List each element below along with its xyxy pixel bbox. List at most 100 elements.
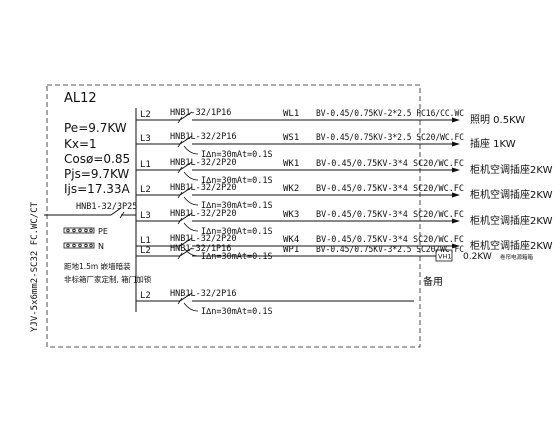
- phase-label: L3: [140, 211, 151, 221]
- outgoing-arrow-icon: [452, 218, 460, 224]
- breaker-contact: [179, 212, 193, 222]
- phase-label: L1: [140, 160, 151, 170]
- rcd-symbol: [183, 196, 199, 206]
- param-pjs: Pjs=9.7KW: [64, 167, 129, 181]
- rcd-symbol: [183, 222, 199, 232]
- breaker-mark: [177, 116, 183, 124]
- phase-label: L2: [140, 246, 151, 256]
- circuit-code: WP1: [283, 245, 299, 255]
- breaker-mark: [177, 191, 183, 199]
- breaker-mark: [177, 297, 183, 305]
- breaker-mark: [177, 140, 183, 148]
- cable-spec: BV-0.45/0.75KV-3*4 SC20/WC.FC: [316, 235, 464, 245]
- breaker-label: HNB1L-32/2P16: [170, 289, 237, 299]
- rcd-label: I∆n=30mAt=0.1S: [201, 176, 273, 186]
- cable-spec: BV-0.45/0.75KV-3*4 SC20/WC.FC: [316, 159, 464, 169]
- circuit-row: L2 HNB1-32/1P16 WL1 BV-0.45/0.75KV-2*2.5 PC…: [136, 108, 525, 126]
- breaker-label: HNB1L-32/2P20: [170, 234, 237, 244]
- load-tag-box: [435, 249, 453, 262]
- n-bar: [63, 242, 95, 249]
- rcd-symbol: [183, 145, 199, 155]
- breaker-mark: [177, 217, 183, 225]
- phase-label: L2: [140, 185, 151, 195]
- n-label: N: [98, 242, 104, 251]
- rcd-label: I∆n=30mAt=0.1S: [201, 227, 273, 237]
- rcd-label: I∆n=30mAt=0.1S: [201, 150, 273, 160]
- panel-parameters: Pe=9.7KW Kx=1 Cosø=0.85 Pjs=9.7KW Ijs=17…: [64, 121, 131, 196]
- breaker-label: HNB1L-32/2P20: [170, 183, 237, 193]
- circuit-code: WS1: [283, 133, 299, 143]
- load-label: 备用: [423, 275, 443, 288]
- breaker-label: HNB1-32/1P16: [170, 244, 231, 254]
- circuit-code: WL1: [283, 109, 299, 119]
- load-label: 柜机空调插座2KW: [470, 163, 553, 176]
- cable-spec: BV-0.45/0.75KV-3*2.5 SC20/WC.FC: [316, 133, 464, 143]
- main-breaker-label: HNB1-32/3P25: [76, 202, 137, 212]
- load-label: 插座 1KW: [470, 137, 516, 150]
- breaker-contact: [179, 292, 193, 302]
- circuit-code: WK4: [283, 235, 299, 245]
- rcd-symbol: [183, 302, 199, 312]
- pe-bar: [63, 227, 95, 234]
- phase-label: L1: [140, 236, 151, 246]
- phase-label: L2: [140, 110, 151, 120]
- install-note-line1: 距地1.5m 嵌墙暗装: [64, 261, 131, 271]
- breaker-mark: [177, 252, 183, 260]
- main-feeder: [44, 207, 136, 219]
- breaker-contact: [179, 186, 193, 196]
- load-label: 柜机空调插座2KW: [470, 188, 553, 201]
- outgoing-arrow-icon: [452, 192, 460, 198]
- phase-label: L2: [140, 291, 151, 301]
- breaker-contact: [179, 135, 193, 145]
- circuit-row: L2 HNB1-32/1P16 WP1 BV-0.45/0.75KV-3*2.5 SC…: [136, 244, 534, 262]
- rcd-symbol: [183, 171, 199, 181]
- phase-label: L3: [140, 134, 151, 144]
- panel-enclosure: [46, 84, 421, 348]
- breaker-label: HNB1L-32/2P16: [170, 132, 237, 142]
- param-ijs: Ijs=17.33A: [64, 182, 131, 196]
- outgoing-arrow-icon: [452, 141, 460, 147]
- pe-label: PE: [98, 227, 108, 236]
- breaker-label: HNB1L-32/2P20: [170, 158, 237, 168]
- install-note-line2: 非标箱厂家定制, 箱门加锁: [64, 274, 152, 284]
- outgoing-arrow-icon: [452, 117, 460, 123]
- param-pe: Pe=9.7KW: [64, 121, 127, 135]
- panel-name: AL12: [64, 91, 97, 106]
- param-cos: Cosø=0.85: [64, 152, 130, 166]
- breaker-mark: [177, 166, 183, 174]
- rcd-label: I∆n=30mAt=0.1S: [201, 252, 273, 262]
- outgoing-arrow-icon: [452, 167, 460, 173]
- circuit-code: WK3: [283, 210, 299, 220]
- breaker-contact: [179, 237, 193, 247]
- cable-spec: BV-0.45/0.75KV-3*2.5 SC20/WC.FC: [316, 245, 464, 255]
- breaker-contact: [179, 111, 193, 121]
- load-label: 柜机空调插座2KW: [470, 239, 553, 252]
- outgoing-arrow-icon: [452, 243, 460, 249]
- load-tag-note: 卷帘电源箱箱: [500, 253, 534, 261]
- breaker-mark: [177, 242, 183, 250]
- rcd-label: I∆n=30mAt=0.1S: [201, 307, 273, 317]
- load-label: 照明 0.5KW: [470, 114, 525, 126]
- load-label: 柜机空调插座2KW: [470, 214, 553, 227]
- cable-spec: BV-0.45/0.75KV-3*4 SC20/WC.FC: [316, 184, 464, 194]
- breaker-contact: [179, 247, 193, 257]
- breaker-contact: [179, 161, 193, 171]
- circuit-code: WK1: [283, 159, 299, 169]
- load-tag: VH1: [438, 253, 451, 261]
- incoming-cable-label: YJV-5x6mm2-SC32 FC.WC/CT: [30, 201, 40, 332]
- cable-spec: BV-0.45/0.75KV-3*4 SC20/WC.FC: [316, 210, 464, 220]
- breaker-label: HNB1L-32/2P20: [170, 209, 237, 219]
- rcd-label: I∆n=30mAt=0.1S: [201, 201, 273, 211]
- load-label: 0.2KW: [463, 252, 492, 262]
- cable-spec: BV-0.45/0.75KV-2*2.5 PC16/CC.WC: [316, 109, 464, 119]
- breaker-label: HNB1-32/1P16: [170, 108, 231, 118]
- circuit-code: WK2: [283, 184, 299, 194]
